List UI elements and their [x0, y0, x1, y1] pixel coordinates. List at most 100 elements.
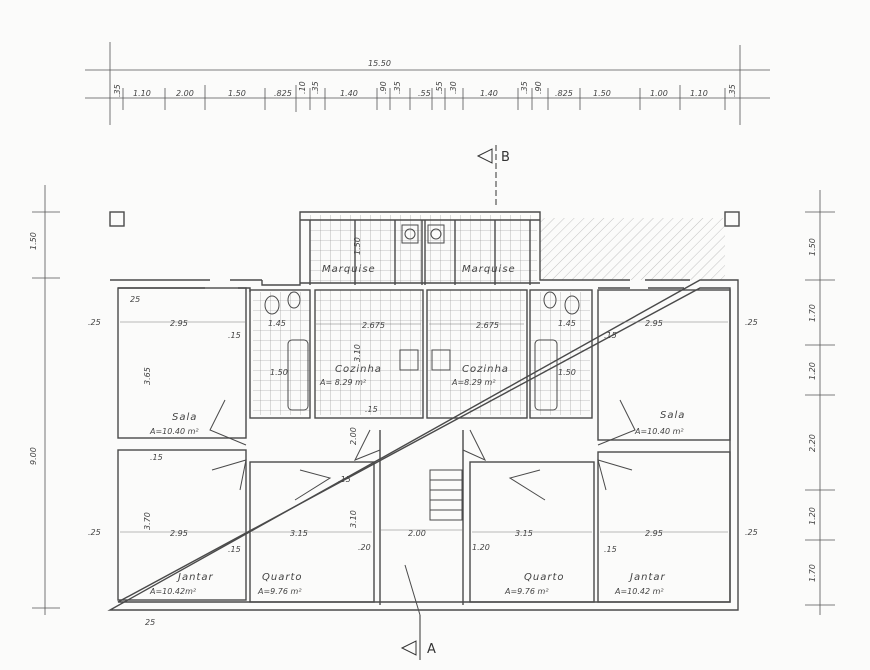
top-dimension-chain: .35 1.10 2.00 1.50 .825 .10 .35 1.40 .90… [113, 81, 737, 98]
section-marker-a: A [400, 615, 436, 660]
room-area-jantar-right: A=10.42 m² [614, 587, 664, 596]
cozinha-right-tiles [428, 290, 525, 415]
dim-label: .35 [728, 84, 737, 97]
room-name-cozinha-right: Cozinha [462, 364, 509, 375]
dim-left-total: 9.00 [29, 447, 38, 465]
marquise-left-tiles [310, 215, 422, 283]
dim-quarto-left-width: 3.15 [290, 529, 308, 538]
room-name-quarto-right: Quarto [524, 572, 565, 583]
dim-jantar-left-width: 2.95 [170, 529, 188, 538]
dim-label: 1.50 [228, 89, 246, 98]
interior-dimensions [120, 321, 728, 533]
dim-label: 1.50 [808, 238, 817, 256]
dim-label: 1.50 [593, 89, 611, 98]
dim-wc-right-width: 1.45 [558, 319, 576, 328]
dim-label: .35 [311, 81, 320, 94]
dim-label: 2.00 [176, 89, 194, 98]
dim-label: 1.40 [480, 89, 498, 98]
interior-dimension-labels: 2.95 2.95 2.95 2.95 3.15 3.15 2.675 2.67… [88, 237, 758, 627]
room-area-jantar-left: A=10.42m² [149, 587, 197, 596]
room-name-jantar-right: Jantar [628, 572, 666, 583]
section-marker-b: B [476, 145, 510, 205]
dim-label: 1.10 [133, 89, 151, 98]
dim-cozinha-right-width: 2.675 [476, 321, 499, 330]
dim-label: 1.10 [690, 89, 708, 98]
dim-label: .35 [520, 81, 529, 94]
room-labels: Marquise Marquise Cozinha A= 8.29 m² Coz… [149, 264, 685, 596]
top-dimension-lines [85, 42, 770, 125]
dim-wall-left: .25 [88, 318, 101, 327]
room-area-quarto-right: A=9.76 m² [504, 587, 549, 596]
side-dimension-lines [32, 185, 835, 615]
dim-marquise-height: 1.50 [353, 237, 362, 255]
dim-label: .55 [435, 81, 444, 94]
dim-jantar-left-height: 3.70 [143, 512, 152, 530]
dim-hall-120: 1.20 [472, 543, 490, 552]
section-label-b: B [501, 150, 510, 165]
dim-label: .35 [113, 84, 122, 97]
dim-wall-15-b: .15 [604, 331, 617, 340]
dim-bottom-25: 25 [145, 618, 155, 627]
room-name-marquise-left: Marquise [322, 264, 376, 275]
dim-wall-15-f: .15 [365, 405, 378, 414]
dim-hall-height: 2.00 [349, 427, 358, 445]
dim-wall-20: .20 [358, 543, 371, 552]
dim-top-25: 25 [130, 295, 140, 304]
dim-wc-right-height: 1.50 [558, 368, 576, 377]
wc-right-tiles [530, 292, 590, 415]
dim-wall-15-d: .15 [228, 545, 241, 554]
floor-fills [253, 215, 725, 415]
walls [107, 211, 740, 611]
room-name-jantar-left: Jantar [176, 572, 214, 583]
dim-label: .30 [449, 81, 458, 94]
dim-wc-left-width: 1.45 [268, 319, 286, 328]
dim-label: 1.40 [340, 89, 358, 98]
dim-cozinha-height: 3.10 [353, 344, 362, 362]
room-name-quarto-left: Quarto [262, 572, 303, 583]
room-area-cozinha-left: A= 8.29 m² [319, 378, 367, 387]
room-area-quarto-left: A=9.76 m² [257, 587, 302, 596]
dim-wall-left-lower: .25 [88, 528, 101, 537]
room-name-sala-left: Sala [172, 412, 197, 423]
dim-label: 1.20 [808, 507, 817, 525]
dim-label: .90 [534, 81, 543, 94]
room-area-cozinha-right: A=8.29 m² [451, 378, 496, 387]
dim-sala-left-height: 3.65 [143, 367, 152, 385]
dim-wall-right: .25 [745, 318, 758, 327]
dim-label: 2.20 [808, 434, 817, 452]
dim-label: .10 [298, 81, 307, 94]
room-area-sala-left: A=10.40 m² [149, 427, 199, 436]
door-swings [209, 399, 636, 616]
wc-left-tiles [253, 292, 310, 415]
dim-sala-left-width: 2.95 [170, 319, 188, 328]
dim-label: 1.70 [808, 564, 817, 582]
bathroom-fixtures [264, 224, 580, 411]
dim-jantar-right-width: 2.95 [645, 529, 663, 538]
dim-label: .90 [379, 81, 388, 94]
dim-label: 1.70 [808, 304, 817, 322]
dim-label: 1.00 [650, 89, 668, 98]
dim-wall-15-a: .15 [228, 331, 241, 340]
room-name-sala-right: Sala [660, 410, 685, 421]
dim-quarto-right-width: 3.15 [515, 529, 533, 538]
dim-quarto-height: 3.10 [349, 510, 358, 528]
dim-wall-15-g: .15 [338, 475, 351, 484]
dim-label: 1.20 [808, 362, 817, 380]
room-name-cozinha-left: Cozinha [335, 364, 382, 375]
room-name-marquise-right: Marquise [462, 264, 516, 275]
dim-wall-15-e: .15 [604, 545, 617, 554]
dim-wc-left-height: 1.50 [270, 368, 288, 377]
cozinha-left-tiles [315, 290, 422, 415]
right-dimension-chain: 1.50 1.70 1.20 2.20 1.20 1.70 [808, 238, 817, 582]
dim-wall-15-c: .15 [150, 453, 163, 462]
dim-label: .35 [393, 81, 402, 94]
dim-hall-width: 2.00 [408, 529, 426, 538]
dim-label: .55 [418, 89, 431, 98]
dim-wall-right-lower: .25 [745, 528, 758, 537]
room-area-sala-right: A=10.40 m² [634, 427, 684, 436]
dim-cozinha-left-width: 2.675 [362, 321, 385, 330]
dim-label: .825 [274, 89, 292, 98]
dim-label: .825 [555, 89, 573, 98]
dim-total-width: 15.50 [368, 59, 391, 68]
